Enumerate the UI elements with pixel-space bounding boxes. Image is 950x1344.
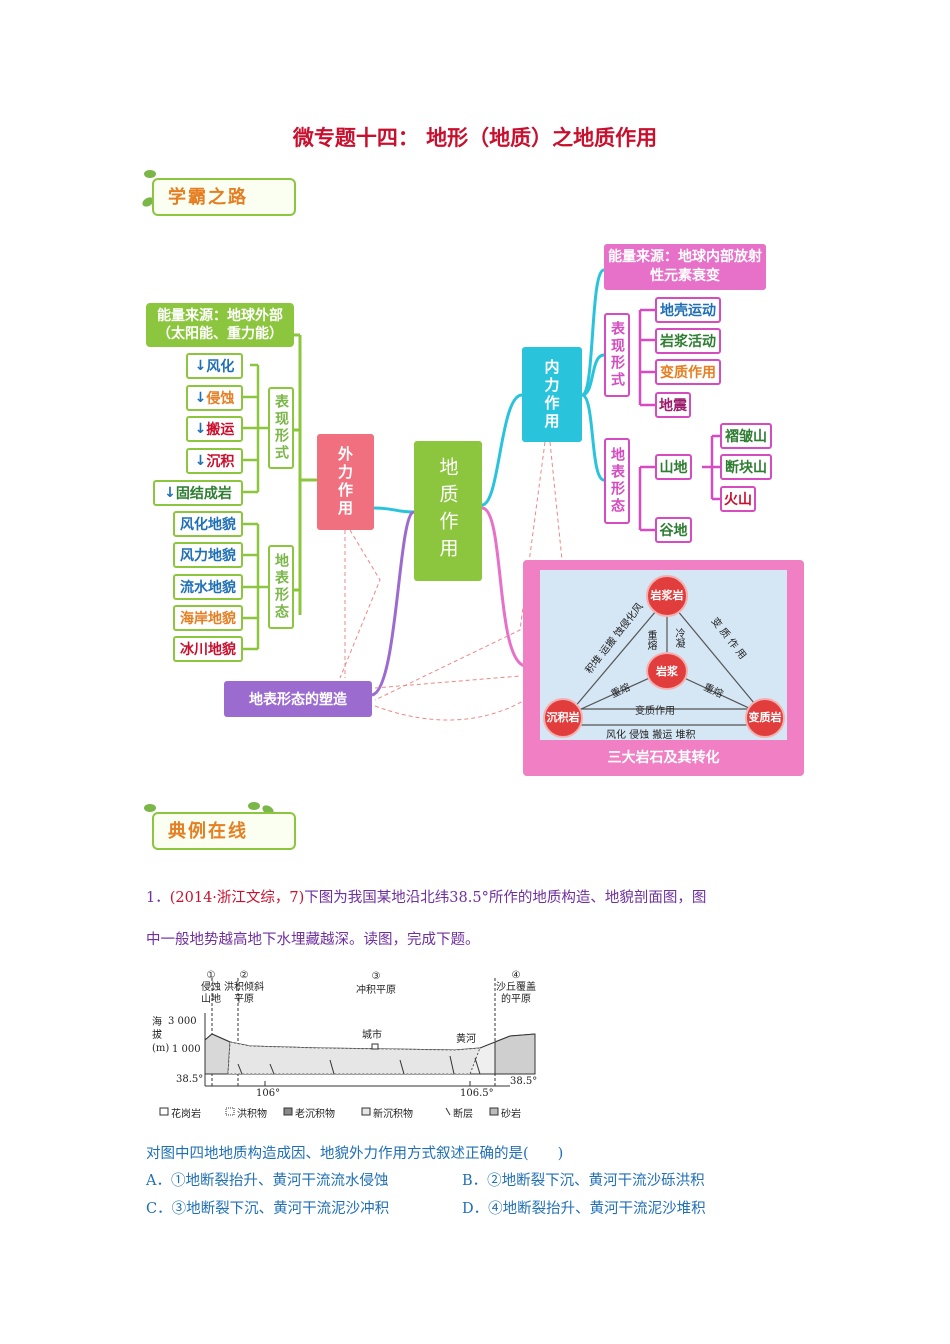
- y-tick-3000: 3 000: [168, 1016, 197, 1027]
- rock-cycle-diagram: 岩浆岩 岩浆 沉积岩 变质岩 积堆 运搬 蚀侵化风 变 质 作 用 重熔 冷凝 …: [540, 570, 787, 741]
- legend-new-sediment: 新沉积物: [373, 1109, 413, 1120]
- ext-landform-weathering: 风化地貌: [173, 511, 243, 537]
- banner-label: 学霸之路: [168, 187, 248, 208]
- y-tick-1000: 1 000: [172, 1044, 201, 1055]
- leaf-icon: [248, 802, 260, 810]
- lat-left: 38.5°: [176, 1074, 204, 1085]
- ext-landform-fluvial: 流水地貌: [173, 574, 243, 600]
- int-form-crustal: 地壳运动: [655, 297, 721, 323]
- external-energy-box: 能量来源：地球外部（太阳能、重力能）: [146, 303, 294, 347]
- section-banner-dianli: 典例在线: [138, 800, 298, 856]
- leaf-icon: [144, 804, 156, 812]
- ext-landform-glacial: 冰川地貌: [173, 636, 243, 662]
- lat-right: 38.5°: [510, 1076, 538, 1087]
- int-form-metamorphism: 变质作用: [655, 359, 721, 385]
- option-a[interactable]: A．①地断裂抬升、黄河干流流水侵蚀: [146, 1173, 389, 1189]
- rock-cycle-panel: 岩浆岩 岩浆 沉积岩 变质岩 积堆 运搬 蚀侵化风 变 质 作 用 重熔 冷凝 …: [523, 560, 804, 776]
- rock-cycle-caption: 三大岩石及其转化: [607, 750, 720, 766]
- option-c[interactable]: C．③地断裂下沉、黄河干流泥沙冲积: [146, 1201, 390, 1217]
- page-title: 微专题十四： 地形（地质）之地质作用: [292, 126, 658, 150]
- option-b[interactable]: B．②地断裂下沉、黄河干流沙砾洪积: [462, 1173, 705, 1189]
- int-form-earthquake: 地震: [655, 392, 691, 418]
- ext-form-deposition: ↓沉积: [186, 448, 243, 474]
- legend-sandstone: 砂岩: [501, 1109, 521, 1120]
- int-mountain: 山地: [655, 454, 692, 480]
- label-cool: 冷凝: [673, 628, 684, 648]
- option-d[interactable]: D．④地断裂抬升、黄河干流泥沙堆积: [462, 1201, 706, 1217]
- river-label: 黄河: [456, 1034, 476, 1045]
- lon-106-5: 106.5°: [460, 1088, 494, 1099]
- city-label: 城市: [362, 1030, 382, 1041]
- ext-form-lithification: ↓固结成岩: [153, 480, 243, 506]
- legend-granite: 花岗岩: [171, 1109, 201, 1120]
- legend-fault: 断层: [453, 1109, 473, 1120]
- label-metamorph-bottom: 变质作用: [635, 706, 675, 717]
- ext-landforms-label: 地表形态: [268, 545, 294, 629]
- section-banner-xueba: 学霸之路: [138, 166, 298, 222]
- mindmap-connectors: [243, 268, 720, 721]
- ext-landform-coastal: 海岸地貌: [173, 605, 243, 631]
- int-forms-label: 表现形式: [604, 313, 630, 397]
- node-metamorphic: 变质岩: [745, 698, 785, 738]
- int-valley: 谷地: [655, 517, 692, 543]
- node-magmatic-rock: 岩浆岩: [646, 575, 688, 617]
- internal-energy-box: 能量来源：地球内部放射性元素衰变: [604, 244, 766, 290]
- int-form-magma: 岩浆活动: [655, 328, 721, 354]
- question-prompt: 对图中四地地质构造成因、地貌外力作用方式叙述正确的是( ): [146, 1146, 564, 1162]
- ext-form-transport: ↓搬运: [186, 416, 243, 442]
- int-volcano: 火山: [720, 486, 756, 512]
- legend-alluvial: 洪积物: [237, 1109, 267, 1120]
- ext-form-weathering: ↓风化: [186, 353, 243, 379]
- ext-form-erosion: ↓侵蚀: [186, 385, 243, 411]
- label-bottom: 风化 侵蚀 搬运 堆积: [606, 730, 696, 741]
- ext-landform-wind: 风力地貌: [173, 542, 243, 568]
- landform-shaping-node: 地表形态的塑造: [224, 681, 372, 717]
- question-line-2: 中一般地势越高地下水埋藏越深。读图，完成下题。: [146, 932, 480, 948]
- banner-label: 典例在线: [168, 821, 248, 842]
- legend-old-sediment: 老沉积物: [295, 1109, 335, 1120]
- int-fold-mountain: 褶皱山: [720, 423, 772, 449]
- y-axis-label: 海拔(m): [152, 1017, 170, 1054]
- leaf-icon: [144, 170, 156, 178]
- label-remelt-1: 重熔: [645, 630, 656, 650]
- int-block-mountain: 断块山: [720, 454, 772, 480]
- lon-106: 106°: [256, 1088, 281, 1099]
- external-force-node: 外力作用: [317, 434, 374, 530]
- center-node: 地质作用: [414, 441, 482, 581]
- node-magma: 岩浆: [646, 652, 688, 690]
- question-line-1: 1．(2014·浙江文综，7)下图为我国某地沿北纬38.5°所作的地质构造、地貌…: [146, 890, 707, 906]
- internal-force-node: 内力作用: [522, 347, 582, 442]
- int-landforms-label: 地表形态: [604, 438, 630, 524]
- ext-forms-label: 表现形式: [268, 387, 294, 469]
- node-sedimentary: 沉积岩: [543, 698, 583, 738]
